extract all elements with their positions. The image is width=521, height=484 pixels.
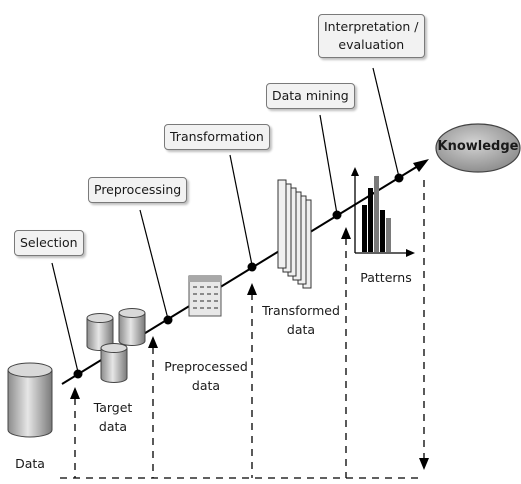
feedback-arrowheads (70, 227, 429, 470)
transformation-dot (247, 262, 257, 272)
data-mining-step-box: Data mining (266, 83, 355, 109)
preprocessed-table-icon (188, 275, 222, 317)
process-step-dots (73, 173, 404, 379)
data-label: Data (15, 456, 45, 471)
target-data-label-line2: data (98, 419, 128, 434)
knowledge-node (435, 123, 521, 173)
preprocessed-data-label-line2: data (191, 378, 221, 393)
preprocessing-dot (163, 315, 173, 325)
data-mining-label: Data mining (272, 88, 349, 103)
transformed-data-label-line1: Transformed (262, 303, 340, 318)
preprocessing-step-box: Preprocessing (88, 177, 188, 203)
interpretation-label-line2: evaluation (338, 37, 405, 52)
transformed-data-label: Transformed data (256, 301, 346, 339)
transformed-data-label-line2: data (286, 322, 316, 337)
step-leader-lines (51, 67, 400, 373)
feedback-loop (60, 180, 425, 479)
preprocessed-data-label: Preprocessed data (158, 357, 254, 395)
selection-step-box: Selection (14, 230, 84, 256)
data-cylinder-icon (7, 362, 53, 438)
target-data-cylinders-icon (86, 308, 146, 383)
interpretation-step-box: Interpretation / evaluation (318, 14, 425, 58)
transformed-data-stack-icon (277, 179, 312, 289)
data-mining-dot (332, 210, 342, 220)
target-data-label: Target data (88, 398, 138, 436)
transformation-label: Transformation (170, 129, 264, 144)
preprocessed-data-label-line1: Preprocessed (164, 359, 248, 374)
selection-label: Selection (20, 235, 78, 250)
interpretation-dot (394, 173, 404, 183)
interpretation-label-line1: Interpretation / (324, 19, 419, 34)
target-data-label-line1: Target (93, 400, 133, 415)
selection-dot (73, 369, 83, 379)
patterns-chart-icon (351, 167, 415, 257)
patterns-label: Patterns (360, 270, 412, 285)
knowledge-label: Knowledge (437, 139, 519, 154)
transformation-step-box: Transformation (164, 124, 270, 150)
preprocessing-label: Preprocessing (94, 182, 182, 197)
